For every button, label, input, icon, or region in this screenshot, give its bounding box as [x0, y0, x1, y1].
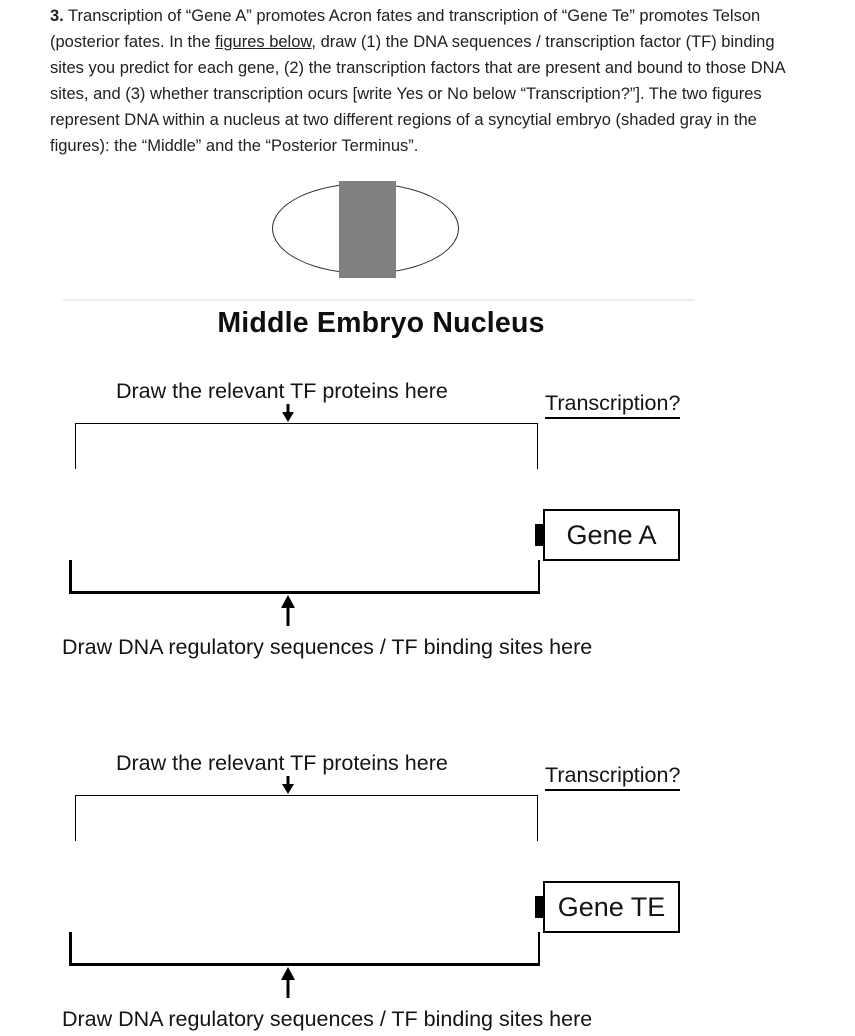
arrow-up-icon [281, 595, 295, 626]
dna-sites-label: Draw DNA regulatory sequences / TF bindi… [62, 1007, 593, 1031]
gene-label: Gene A [566, 519, 657, 550]
separator-line [63, 299, 695, 301]
promoter-mark [535, 896, 543, 918]
embryo-shaded-region [339, 181, 396, 278]
tf-drawing-area[interactable] [75, 423, 538, 469]
figure-heading: Middle Embryo Nucleus [217, 307, 545, 339]
question-text: 3. Transcription of “Gene A” promotes Ac… [50, 7, 785, 155]
tf-proteins-label: Draw the relevant TF proteins here [116, 751, 448, 775]
promoter-mark [535, 524, 543, 546]
arrow-up-icon [281, 967, 295, 998]
figure-gene-te: Draw the relevant TF proteins here Trans… [0, 751, 855, 1036]
transcription-question-label: Transcription? [545, 391, 681, 419]
figure-gene-a: Draw the relevant TF proteins here Trans… [0, 379, 855, 664]
arrow-down-icon [282, 404, 294, 422]
tf-drawing-area[interactable] [75, 795, 538, 841]
dna-drawing-area[interactable] [69, 932, 540, 966]
tf-proteins-label: Draw the relevant TF proteins here [116, 379, 448, 403]
gene-label: Gene TE [557, 891, 666, 922]
gene-a-box: Gene A [535, 509, 680, 561]
dna-sites-label: Draw DNA regulatory sequences / TF bindi… [62, 635, 593, 659]
transcription-question-label: Transcription? [545, 763, 681, 791]
dna-drawing-area[interactable] [69, 560, 540, 594]
arrow-down-icon [282, 776, 294, 794]
gene-te-box: Gene TE [535, 881, 680, 933]
